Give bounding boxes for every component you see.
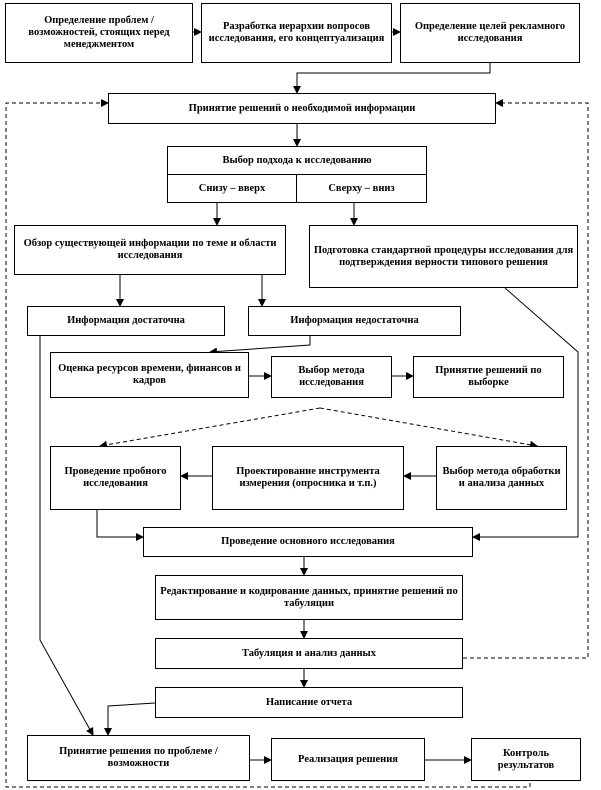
node-info-decision: Принятие решений о необходимой информаци…: [108, 93, 496, 124]
node-problem-definition: Определение проблем / возможностей, стоя…: [5, 3, 193, 63]
node-hierarchy-development: Разработка иерархии вопросов исследовани…: [201, 3, 392, 63]
arrow-insufficient-to-resources: [209, 336, 311, 356]
node-info-insufficient: Информация недостаточна: [248, 306, 461, 336]
node-existing-info-review: Обзор существующей информации по теме и …: [14, 225, 286, 275]
node-instrument-design: Проектирование инструмента измерения (оп…: [212, 446, 404, 510]
node-main-study: Проведение основного исследования: [143, 527, 473, 557]
node-processing-method-choice: Выбор метода обработки и анализа данных: [436, 446, 567, 510]
arrow-standard-to-main: [472, 287, 579, 541]
node-approach-choice: Выбор подхода к исследованию Снизу – вве…: [167, 146, 427, 203]
approach-bottom-up: Снизу – вверх: [168, 175, 297, 202]
feedback-loop-left: [5, 99, 531, 788]
arrow-sufficient-to-decision: [39, 336, 94, 736]
node-tabulation: Табуляция и анализ данных: [155, 638, 463, 669]
dashed-link-to-pilot: [99, 407, 321, 449]
node-method-choice: Выбор метода исследования: [271, 356, 392, 398]
arrow-report-to-decision: [104, 702, 156, 736]
arrow-goals-to-info-decision: [293, 63, 491, 94]
node-problem-decision: Принятие решения по проблеме / возможнос…: [27, 735, 250, 781]
arrow-pilot-to-main: [96, 510, 144, 541]
node-goals-definition: Определение целей рекламного исследовани…: [400, 3, 580, 63]
node-pilot-study: Проведение пробного исследования: [50, 446, 181, 510]
node-info-sufficient: Информация достаточна: [27, 306, 225, 336]
node-decision-implementation: Реализация решения: [271, 738, 425, 781]
approach-top-down: Сверху – вниз: [328, 183, 395, 194]
node-standard-procedure: Подготовка стандартной процедуры исследо…: [309, 225, 578, 288]
node-results-control: Контроль результатов: [471, 738, 581, 781]
dashed-link-to-processing: [319, 407, 538, 449]
node-resources-assessment: Оценка ресурсов времени, финансов и кадр…: [50, 352, 249, 398]
node-report-writing: Написание отчета: [155, 687, 463, 718]
node-sample-decision: Принятие решений по выборке: [413, 356, 564, 398]
approach-choice-title: Выбор подхода к исследованию: [168, 147, 426, 175]
node-data-editing: Редактирование и кодирование данных, при…: [155, 575, 463, 620]
feedback-loop-right: [463, 99, 589, 659]
